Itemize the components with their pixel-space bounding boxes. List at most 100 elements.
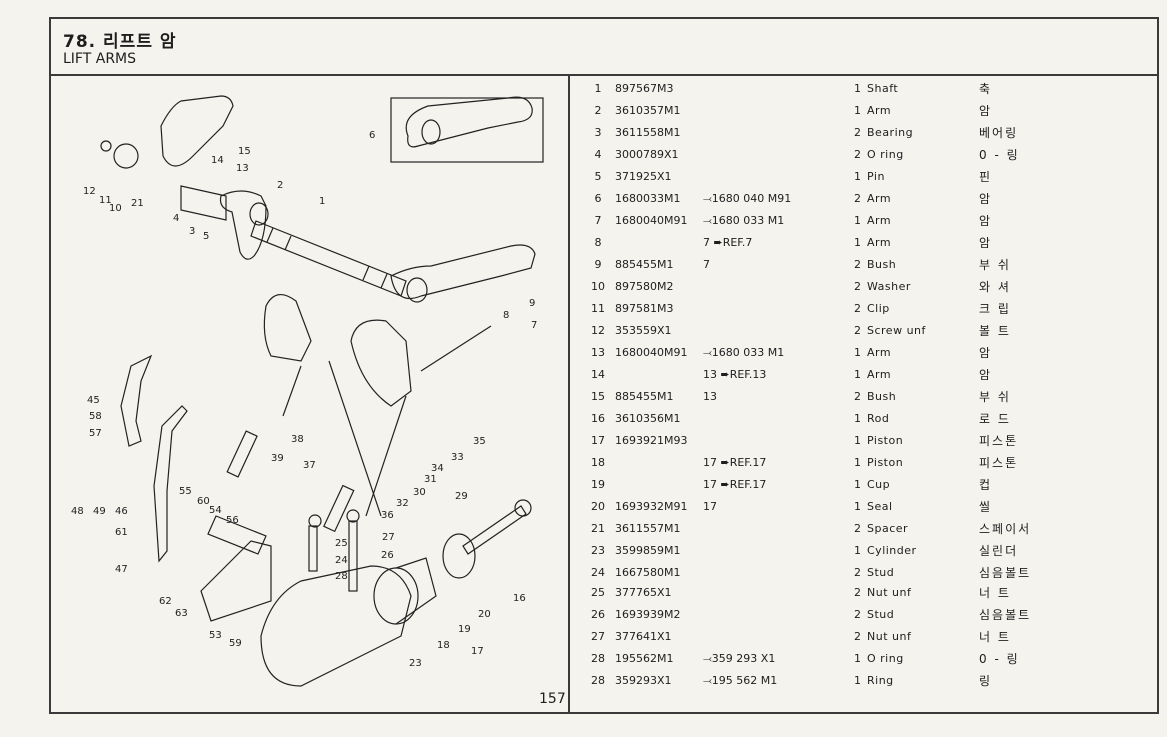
part-note: ⤙1680 033 M1: [703, 346, 785, 359]
part-number: 195562M1: [615, 652, 674, 665]
svg-text:9: 9: [529, 298, 535, 309]
description-english: Ring: [867, 674, 894, 687]
ref-number: 10: [591, 280, 605, 293]
svg-text:27: 27: [382, 532, 395, 543]
quantity: 2: [854, 630, 861, 643]
page-number: 157: [539, 691, 566, 707]
quantity: 2: [854, 522, 861, 535]
spring-39: [226, 430, 258, 478]
ref-number: 12: [591, 324, 605, 337]
part-number: 377641X1: [615, 630, 672, 643]
quantity: 2: [854, 586, 861, 599]
part-number: 353559X1: [615, 324, 672, 337]
ref-number: 17: [591, 434, 605, 447]
lever-46: [120, 354, 153, 447]
arm-6-shape: [405, 96, 533, 148]
svg-text:53: 53: [209, 630, 222, 641]
ref-number: 24: [591, 566, 605, 579]
arm-7-shape: [390, 244, 536, 300]
description-english: Washer: [867, 280, 911, 293]
part-number: 1693921M93: [615, 434, 688, 447]
description-korean: 암: [979, 236, 993, 250]
quantity: 1: [854, 478, 861, 491]
seal-20: [442, 533, 476, 579]
ref-number: 1: [594, 82, 602, 95]
svg-text:60: 60: [197, 496, 210, 507]
description-english: Bush: [867, 258, 897, 271]
svg-text:21: 21: [131, 198, 144, 209]
ref-number: 28: [591, 674, 605, 687]
part-note: ⤙359 293 X1: [703, 652, 776, 665]
svg-text:61: 61: [115, 527, 128, 538]
svg-text:47: 47: [115, 564, 128, 575]
description-korean: 컵: [979, 478, 993, 492]
stud-24: [308, 525, 318, 572]
part-number: 1693932M91: [615, 500, 688, 513]
ref-number: 6: [594, 192, 602, 205]
svg-text:45: 45: [87, 395, 100, 406]
ref-number: 21: [591, 522, 605, 535]
quantity: 1: [854, 82, 861, 95]
ref-number: 25: [591, 586, 605, 599]
description-korean: 암: [979, 368, 993, 382]
description-english: Arm: [867, 104, 892, 117]
arm-6-bore: [421, 119, 441, 145]
quantity: 1: [854, 214, 861, 227]
description-korean: 핀: [979, 170, 993, 184]
ref-number: 3: [594, 126, 602, 139]
lever-47: [153, 405, 188, 563]
description-korean: 너 트: [979, 630, 1011, 644]
description-english: Nut unf: [867, 630, 912, 643]
part-note: ⤙1680 033 M1: [703, 214, 785, 227]
quantity: 1: [854, 674, 861, 687]
part-note: 17 ➨REF.17: [703, 456, 767, 469]
quantity: 1: [854, 412, 861, 425]
quantity: 2: [854, 324, 861, 337]
part-number: 359293X1: [615, 674, 672, 687]
part-number: 897581M3: [615, 302, 674, 315]
svg-text:16: 16: [513, 593, 526, 604]
quantity: 1: [854, 652, 861, 665]
svg-text:39: 39: [271, 453, 284, 464]
bracket-53: [200, 540, 272, 622]
svg-text:62: 62: [159, 596, 172, 607]
quantity: 1: [854, 236, 861, 249]
quantity: 2: [854, 608, 861, 621]
part-note: 13 ➨REF.13: [703, 368, 767, 381]
inset-box: [390, 97, 544, 163]
svg-text:24: 24: [335, 555, 348, 566]
svg-text:25: 25: [335, 538, 348, 549]
part-note: 7: [703, 258, 710, 271]
svg-text:56: 56: [226, 515, 239, 526]
part-number: 377765X1: [615, 586, 672, 599]
ref-number: 27: [591, 630, 605, 643]
part-note: 17: [703, 500, 717, 513]
quantity: 1: [854, 170, 861, 183]
title-korean: 78. 리프트 암: [63, 32, 177, 52]
description-korean: 링: [979, 674, 993, 688]
part-note: 7 ➨REF.7: [703, 236, 753, 249]
part-number: 1693939M2: [615, 608, 681, 621]
quantity: 2: [854, 390, 861, 403]
part-number: 3610357M1: [615, 104, 681, 117]
ref-number: 11: [591, 302, 605, 315]
part-number: 897580M2: [615, 280, 674, 293]
ref-number: 4: [594, 148, 602, 161]
description-english: Bearing: [867, 126, 914, 139]
svg-text:10: 10: [109, 203, 122, 214]
description-english: Stud: [867, 566, 895, 579]
svg-text:32: 32: [396, 498, 409, 509]
description-english: Spacer: [867, 522, 909, 535]
svg-text:48: 48: [71, 506, 84, 517]
svg-text:35: 35: [473, 436, 486, 447]
svg-text:38: 38: [291, 434, 304, 445]
ref-number: 23: [591, 544, 605, 557]
svg-text:7: 7: [531, 320, 537, 331]
description-english: Cylinder: [867, 544, 917, 557]
svg-text:6: 6: [369, 130, 375, 141]
svg-text:18: 18: [437, 640, 450, 651]
description-korean: 암: [979, 346, 993, 360]
svg-text:58: 58: [89, 411, 102, 422]
spring-36: [323, 484, 355, 533]
